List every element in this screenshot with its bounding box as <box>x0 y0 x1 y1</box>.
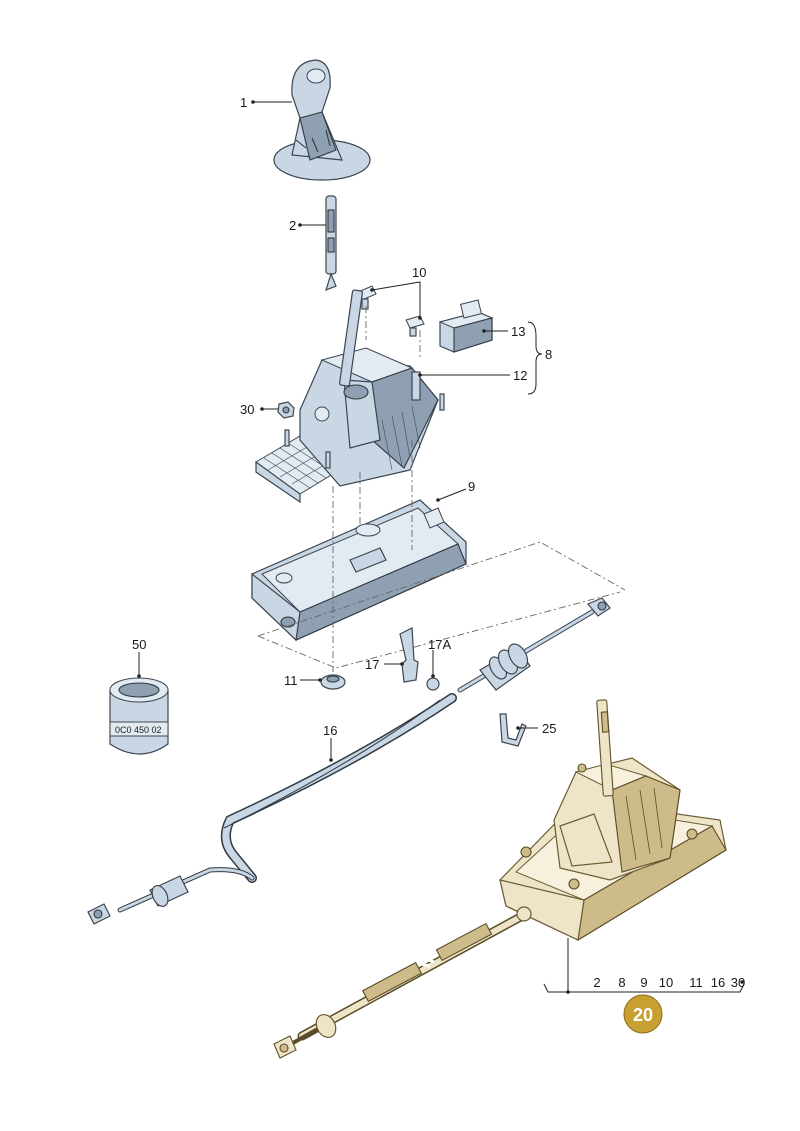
callout-30: 30 <box>240 402 254 417</box>
container-label: 0C0 450 02 <box>115 725 162 735</box>
part-1-shift-knob[interactable] <box>273 59 371 181</box>
callout-1: 1 <box>240 95 247 110</box>
callout-25: 25 <box>542 721 556 736</box>
part-9-housing-tray[interactable] <box>251 499 467 642</box>
part-10-clips[interactable] <box>357 285 425 337</box>
assembly-badge-number: 20 <box>633 1005 653 1025</box>
includes-item-16: 16 <box>711 975 725 990</box>
assembly-badge[interactable]: 20 <box>623 994 663 1034</box>
callout-9: 9 <box>468 479 475 494</box>
callout-13: 13 <box>511 324 525 339</box>
part-2-selector-rod[interactable] <box>325 195 337 292</box>
part-17a-pin[interactable] <box>426 677 440 691</box>
callout-50: 50 <box>132 637 146 652</box>
part-11-grommet[interactable] <box>320 674 346 690</box>
callout-17: 17 <box>365 657 379 672</box>
part-12-selector-mechanism[interactable] <box>255 289 445 504</box>
part-30-nut[interactable] <box>277 401 295 419</box>
part-17-bracket[interactable] <box>399 627 419 683</box>
includes-item-8: 8 <box>618 975 625 990</box>
assembly-ribs <box>625 787 663 861</box>
includes-item-10: 10 <box>659 975 673 990</box>
callout-10: 10 <box>412 265 426 280</box>
includes-item-30: 30 <box>731 975 745 990</box>
part-13-switch[interactable] <box>438 299 494 353</box>
part-25-clip[interactable] <box>499 713 527 747</box>
callout-numbers: 1 2 10 13 8 12 30 9 50 17A 17 11 25 16 <box>132 95 556 738</box>
part-50-container[interactable] <box>109 677 169 755</box>
callout-2: 2 <box>289 218 296 233</box>
part-16-cable[interactable] <box>87 597 611 925</box>
callout-12: 12 <box>513 368 527 383</box>
includes-item-9: 9 <box>640 975 647 990</box>
includes-item-2: 2 <box>593 975 600 990</box>
callout-17a: 17A <box>428 637 451 652</box>
cable-bellows <box>488 643 529 680</box>
callout-8: 8 <box>545 347 552 362</box>
leader-lines <box>137 100 745 994</box>
part-20-gear-selector-assembly[interactable] <box>273 699 727 1059</box>
callout-11: 11 <box>284 673 298 688</box>
includes-item-11: 11 <box>689 975 703 990</box>
callout-16: 16 <box>323 723 337 738</box>
alignment-guides <box>257 306 626 672</box>
